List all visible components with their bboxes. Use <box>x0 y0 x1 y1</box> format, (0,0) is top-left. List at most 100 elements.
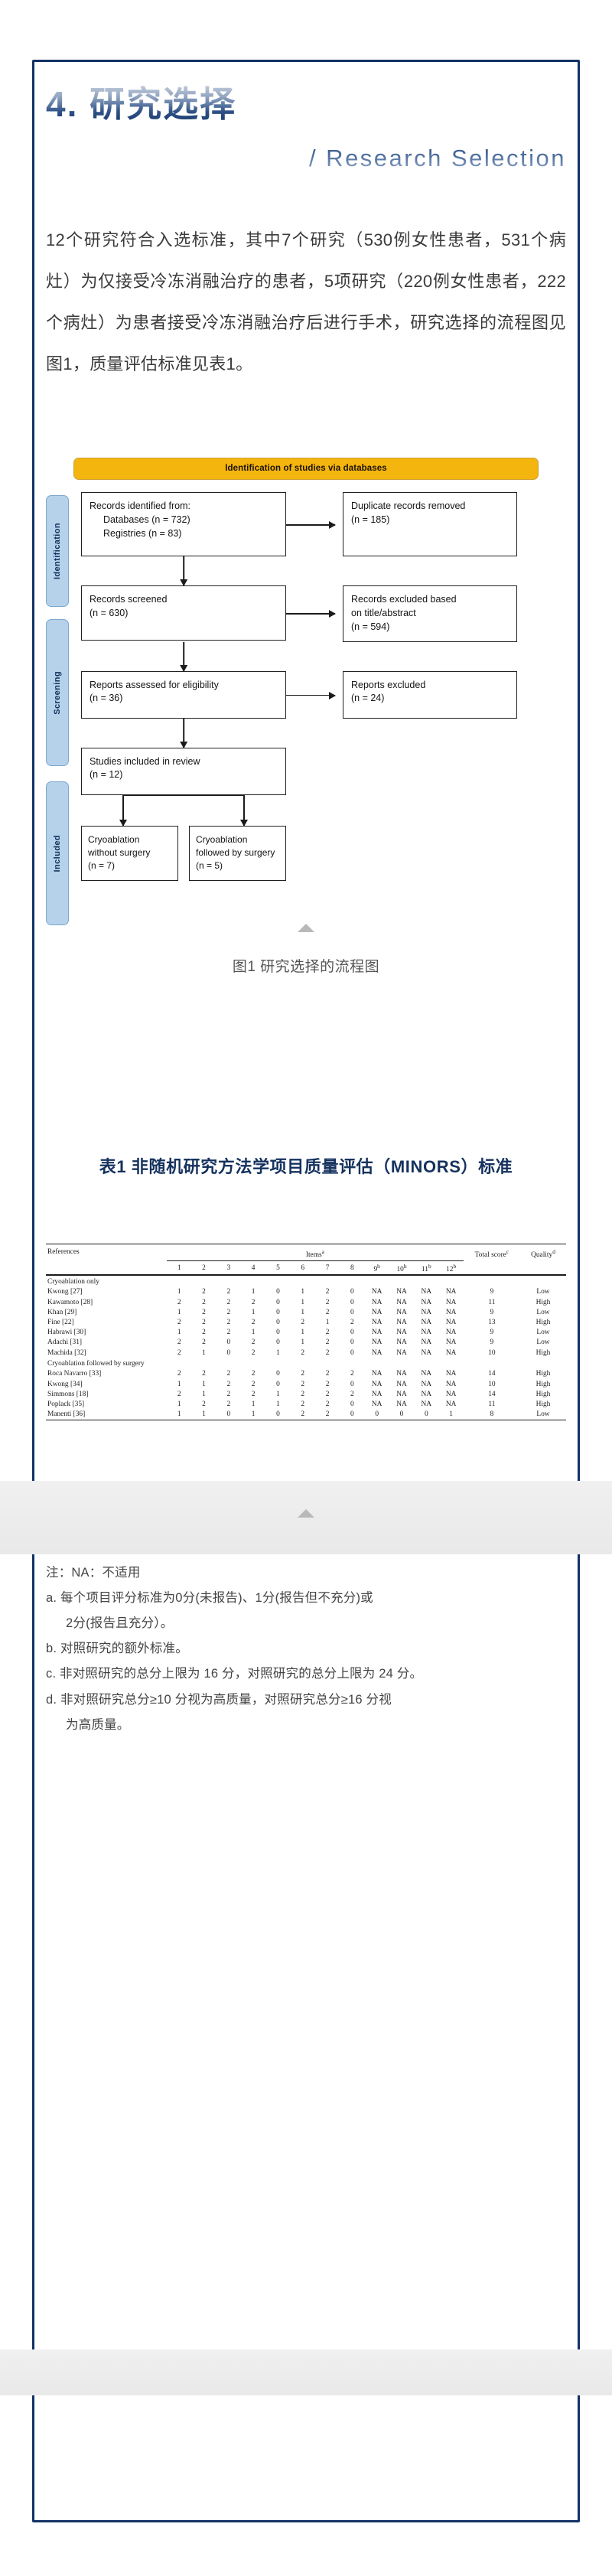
minors-item-col-7: 7 <box>325 1264 330 1272</box>
minors-cell-item-5: 0 <box>276 1339 280 1347</box>
box-records-screened-line2: (n = 630) <box>90 608 129 619</box>
minors-cell-item-9: NA <box>371 1348 382 1357</box>
minors-cell-item-5: 1 <box>276 1400 280 1408</box>
minors-cell-item-2: 2 <box>202 1370 206 1378</box>
minors-cell-item-11: NA <box>421 1390 432 1398</box>
minors-cell-item-11: NA <box>421 1298 432 1306</box>
note-d-line2: 为高质量。 <box>66 1717 130 1732</box>
minors-cell-total: 9 <box>490 1308 494 1316</box>
box-duplicates-removed-line1: Duplicate records removed <box>351 501 466 512</box>
minors-cell-item-8: 0 <box>350 1400 354 1408</box>
minors-cell-item-7: 2 <box>325 1339 330 1347</box>
minors-cell-item-10: NA <box>396 1329 407 1337</box>
minors-cell-item-3: 0 <box>226 1348 231 1357</box>
box-cryoablation-without-surgery-line3: (n = 7) <box>88 859 116 871</box>
minors-cell-item-11: NA <box>421 1348 432 1357</box>
minors-cell-item-1: 1 <box>177 1308 181 1316</box>
minors-cell-reference: Poplack [35] <box>47 1400 85 1408</box>
minors-cell-item-6: 2 <box>301 1318 305 1326</box>
minors-cell-quality: High <box>536 1380 551 1388</box>
minors-cell-item-1: 1 <box>177 1410 181 1419</box>
minors-cell-item-1: 2 <box>177 1370 181 1378</box>
note-d-line1: d. 非对照研究总分≥10 分视为高质量，对照研究总分≥16 分视 <box>46 1692 392 1707</box>
box-cryoablation-followed-by-surgery-line3: (n = 5) <box>196 859 223 871</box>
minors-group-row: Cryoablation followed by surgery <box>46 1358 566 1369</box>
minors-cell-quality: High <box>536 1400 551 1408</box>
article-header: 4. 研究选择 / Research Selection <box>46 0 566 172</box>
minors-cell-item-4: 2 <box>251 1298 256 1306</box>
minors-cell-item-10: NA <box>396 1348 407 1357</box>
minors-cell-item-9: NA <box>371 1339 382 1347</box>
minors-cell-item-6: 2 <box>301 1348 305 1357</box>
minors-cell-item-6: 2 <box>301 1400 305 1408</box>
minors-item-col-12: 12b <box>446 1262 457 1273</box>
minors-cell-item-8: 0 <box>350 1288 354 1296</box>
minors-item-col-5: 5 <box>276 1264 280 1272</box>
minors-item-col-9: 9b <box>373 1262 380 1273</box>
minors-cell-item-4: 1 <box>251 1288 256 1296</box>
minors-header-references: References <box>47 1247 80 1256</box>
minors-cell-item-10: NA <box>396 1288 407 1296</box>
box-cryoablation-without-surgery: Cryoablation without surgery (n = 7) <box>81 825 178 881</box>
figure-caption: 图1 研究选择的流程图 <box>232 958 380 975</box>
minors-cell-item-4: 2 <box>251 1390 256 1398</box>
minors-item-col-1: 1 <box>177 1264 181 1272</box>
minors-cell-item-7: 2 <box>325 1288 330 1296</box>
minors-cell-total: 9 <box>490 1288 494 1296</box>
box-records-identified: Records identified from: Databases (n = … <box>81 492 286 557</box>
box-records-screened: Records screened (n = 630) <box>81 585 286 641</box>
note-a-line1: a. 每个项目评分标准为0分(未报告)、1分(报告但不充分)或 <box>46 1590 373 1605</box>
minors-cell-quality: High <box>536 1390 551 1398</box>
minors-cell-item-1: 1 <box>177 1329 181 1337</box>
minors-cell-total: 11 <box>488 1298 496 1306</box>
table-title: 表1 非随机研究方法学项目质量评估（MINORS）标准 <box>99 1156 513 1176</box>
minors-cell-item-11: NA <box>421 1400 432 1408</box>
minors-cell-item-12: NA <box>445 1329 457 1337</box>
minors-cell-item-3: 2 <box>226 1370 231 1378</box>
minors-cell-quality: High <box>536 1348 551 1357</box>
flow-row-eligibility: Reports assessed for eligibility (n = 36… <box>81 670 566 719</box>
box-records-excluded-line2: on title/abstract <box>351 608 416 619</box>
minors-cell-item-3: 2 <box>226 1288 231 1296</box>
minors-cell-item-12: NA <box>445 1288 457 1296</box>
minors-header-items: Itemsa <box>167 1244 464 1260</box>
minors-cell-item-2: 1 <box>202 1380 206 1388</box>
minors-cell-item-2: 2 <box>202 1308 206 1316</box>
minors-cell-total: 13 <box>488 1318 496 1326</box>
stage-tab-identification: Identification <box>46 495 69 608</box>
minors-cell-item-8: 0 <box>350 1298 354 1306</box>
minors-cell-item-3: 2 <box>226 1380 231 1388</box>
box-cryoablation-without-surgery-line1: Cryoablation <box>88 833 140 845</box>
minors-cell-total: 9 <box>490 1329 494 1337</box>
box-studies-included-line1: Studies included in review <box>90 755 200 767</box>
minors-cell-item-9: NA <box>371 1329 382 1337</box>
minors-cell-item-12: NA <box>445 1318 457 1326</box>
minors-cell-item-1: 2 <box>177 1339 181 1347</box>
minors-cell-item-2: 2 <box>202 1329 206 1337</box>
box-records-excluded-line3: (n = 594) <box>351 621 390 632</box>
minors-cell-item-4: 1 <box>251 1329 256 1337</box>
minors-cell-quality: High <box>536 1370 551 1378</box>
box-duplicates-removed-line2: (n = 185) <box>351 514 390 526</box>
note-na: 注：NA：不适用 <box>46 1565 141 1580</box>
minors-cell-item-4: 2 <box>251 1339 256 1347</box>
minors-cell-item-1: 2 <box>177 1390 181 1398</box>
minors-header-total-sup: c <box>506 1247 509 1255</box>
minors-cell-item-3: 0 <box>226 1339 231 1347</box>
minors-cell-item-7: 2 <box>325 1370 330 1378</box>
minors-cell-item-5: 0 <box>276 1410 280 1419</box>
minors-table: References Itemsa Total scorec Qualityd <box>46 1244 566 1420</box>
minors-group-label: Cryoablation followed by surgery <box>47 1360 145 1368</box>
note-b: b. 对照研究的额外标准。 <box>46 1642 188 1656</box>
box-reports-assessed: Reports assessed for eligibility (n = 36… <box>81 670 286 719</box>
minors-item-col-6: 6 <box>301 1264 305 1272</box>
minors-cell-item-8: 2 <box>350 1318 354 1326</box>
minors-cell-item-3: 2 <box>226 1308 231 1316</box>
minors-cell-item-10: NA <box>396 1370 407 1378</box>
